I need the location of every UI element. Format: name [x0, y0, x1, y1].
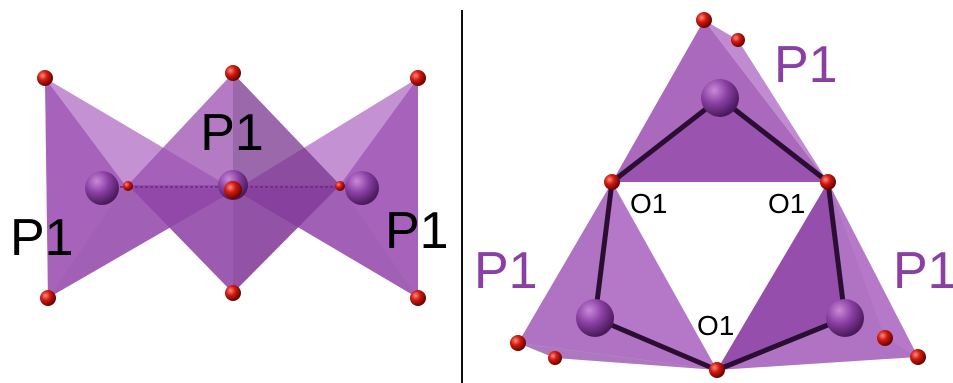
oxygen-atom — [877, 330, 893, 346]
oxygen-atom-bridging — [335, 181, 345, 191]
label-p1-lower-right: P1 — [893, 242, 953, 300]
label-p1-lower-left: P1 — [474, 242, 538, 300]
label-o1-right: O1 — [768, 188, 805, 219]
phosphorus-atom-lower-left — [576, 299, 614, 337]
oxygen-atom-bridging — [123, 181, 133, 191]
oxygen-atom-o1 — [604, 174, 620, 190]
label-p1-right: P1 — [385, 202, 449, 260]
phosphorus-atom-right — [345, 171, 379, 205]
label-p1-top: P1 — [774, 36, 838, 94]
oxygen-atom-o1 — [820, 174, 836, 190]
right-panel: P1 P1 P1 O1 O1 O1 — [474, 12, 953, 378]
oxygen-atom — [731, 33, 745, 47]
lower-left-tetrahedron — [518, 182, 717, 370]
label-o1-bottom: O1 — [697, 310, 734, 341]
phosphorus-atom-left — [85, 171, 119, 205]
oxygen-atom-o1 — [709, 362, 725, 378]
central-tetrahedron — [128, 73, 340, 293]
label-o1-left: O1 — [630, 188, 667, 219]
oxygen-atom — [696, 12, 712, 28]
phosphorus-atom-lower-right — [826, 299, 864, 337]
oxygen-atom-bridging — [224, 181, 242, 199]
oxygen-atom — [37, 70, 53, 86]
oxygen-atom — [410, 290, 426, 306]
oxygen-atom — [510, 335, 526, 351]
label-p1-center: P1 — [200, 104, 264, 162]
oxygen-atom — [410, 70, 426, 86]
lower-right-tetrahedron — [717, 182, 918, 370]
oxygen-atom — [548, 351, 562, 365]
phosphorus-atom-top — [701, 79, 739, 117]
oxygen-atom — [225, 285, 241, 301]
oxygen-atom — [225, 65, 241, 81]
label-p1-left: P1 — [10, 209, 74, 267]
oxygen-atom — [910, 349, 926, 365]
oxygen-atom — [40, 290, 56, 306]
left-panel: P1 P1 P1 — [10, 65, 449, 306]
p-o-bonds — [592, 95, 848, 373]
